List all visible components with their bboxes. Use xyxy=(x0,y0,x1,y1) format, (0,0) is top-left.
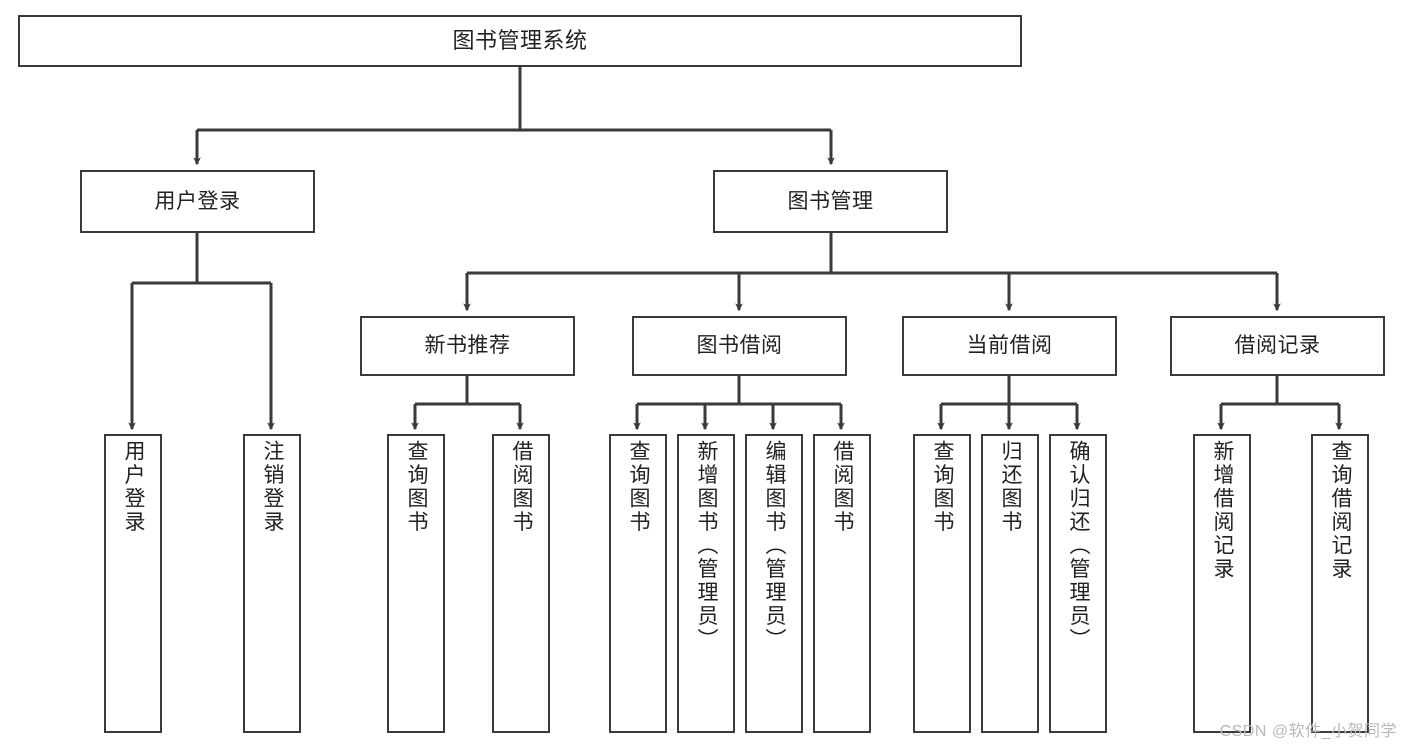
node-borrow-record[interactable]: 借阅记录 xyxy=(1170,316,1385,376)
node-label: 新增借阅记录 xyxy=(1211,440,1235,581)
node-label: 图书管理 xyxy=(787,189,874,213)
leaf-add-book-admin[interactable]: 新增图书（管理员） xyxy=(677,434,735,733)
node-label: 新增图书（管理员） xyxy=(695,440,719,652)
node-current-borrow[interactable]: 当前借阅 xyxy=(902,316,1117,376)
leaf-query-book-rec[interactable]: 查询图书 xyxy=(387,434,445,733)
node-label: 借阅记录 xyxy=(1234,334,1321,358)
node-label: 用户登录 xyxy=(122,440,146,534)
node-label: 查询图书 xyxy=(627,440,651,534)
leaf-borrow-book-rec[interactable]: 借阅图书 xyxy=(492,434,550,733)
node-label: 图书管理系统 xyxy=(452,27,588,53)
leaf-logout[interactable]: 注销登录 xyxy=(243,434,301,733)
node-book-management[interactable]: 图书管理 xyxy=(713,170,948,233)
node-label: 借阅图书 xyxy=(831,440,855,534)
node-label: 新书推荐 xyxy=(424,334,511,358)
leaf-edit-book-admin[interactable]: 编辑图书（管理员） xyxy=(745,434,803,733)
leaf-return-book[interactable]: 归还图书 xyxy=(981,434,1039,733)
node-user-login[interactable]: 用户登录 xyxy=(80,170,315,233)
node-root-book-management-system[interactable]: 图书管理系统 xyxy=(18,15,1022,67)
leaf-query-book-current[interactable]: 查询图书 xyxy=(913,434,971,733)
node-label: 借阅图书 xyxy=(510,440,534,534)
node-label: 注销登录 xyxy=(261,440,285,534)
leaf-user-login[interactable]: 用户登录 xyxy=(104,434,162,733)
node-label: 图书借阅 xyxy=(696,334,783,358)
node-label: 编辑图书（管理员） xyxy=(763,440,787,652)
node-label: 归还图书 xyxy=(999,440,1023,534)
node-book-borrow[interactable]: 图书借阅 xyxy=(632,316,847,376)
leaf-confirm-return-admin[interactable]: 确认归还（管理员） xyxy=(1049,434,1107,733)
node-new-book-recommendation[interactable]: 新书推荐 xyxy=(360,316,575,376)
leaf-add-borrow-record[interactable]: 新增借阅记录 xyxy=(1193,434,1251,733)
node-label: 查询图书 xyxy=(405,440,429,534)
leaf-query-book-borrow[interactable]: 查询图书 xyxy=(609,434,667,733)
leaf-borrow-book[interactable]: 借阅图书 xyxy=(813,434,871,733)
node-label: 当前借阅 xyxy=(966,334,1053,358)
leaf-query-borrow-record[interactable]: 查询借阅记录 xyxy=(1311,434,1369,733)
node-label: 确认归还（管理员） xyxy=(1067,440,1091,652)
node-label: 查询图书 xyxy=(931,440,955,534)
node-label: 查询借阅记录 xyxy=(1329,440,1353,581)
csdn-watermark: CSDN @软件_小贺同学 xyxy=(1219,723,1397,740)
node-label: 用户登录 xyxy=(154,189,241,213)
